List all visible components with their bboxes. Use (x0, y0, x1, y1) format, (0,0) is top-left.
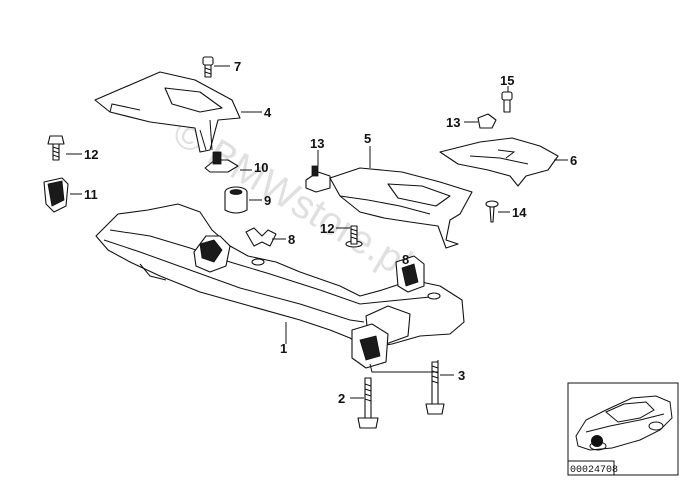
callout-11: 11 (84, 187, 98, 202)
rubber-buffer-11 (43, 177, 69, 213)
callout-15: 15 (500, 73, 514, 88)
screw-12-center (345, 225, 363, 248)
screw-14 (485, 200, 499, 223)
callout-4: 4 (264, 105, 272, 120)
callout-13-center: 13 (310, 136, 324, 151)
clip-13-right (477, 113, 497, 129)
callout-9: 9 (264, 193, 271, 208)
callout-8-left: 8 (288, 232, 295, 247)
bushing-9 (224, 186, 248, 214)
bolt-3 (425, 361, 445, 415)
bolt-2 (357, 377, 379, 429)
callout-10: 10 (254, 160, 268, 175)
subframe-crossmember (95, 203, 465, 369)
callout-12-left: 12 (84, 147, 98, 162)
callout-labels: 1 2 3 4 5 6 7 8 8 9 10 11 12 12 13 13 14… (84, 59, 577, 406)
reference-code: 00024708 (570, 465, 618, 476)
callout-13-right: 13 (446, 115, 460, 130)
callout-1: 1 (280, 341, 287, 356)
bracket-8-left (245, 227, 277, 247)
callout-5: 5 (364, 131, 371, 146)
heat-shield-left (94, 71, 241, 153)
heat-shield-right (439, 137, 559, 187)
clip-13-center (305, 165, 331, 193)
bolt-15 (501, 91, 513, 113)
vehicle-reference-thumbnail: 00024708 (567, 382, 679, 476)
callout-12-center: 12 (320, 221, 334, 236)
clip-nut-10 (204, 151, 239, 173)
car-outline-icon (575, 395, 673, 451)
callout-2: 2 (338, 391, 345, 406)
callout-3: 3 (458, 368, 465, 383)
bolt-7 (202, 56, 214, 78)
callout-7: 7 (234, 59, 241, 74)
screw-12-left (47, 135, 65, 161)
callout-8-right: 8 (402, 252, 409, 267)
location-marker-dot (591, 435, 603, 447)
callout-14: 14 (512, 205, 527, 220)
heat-shield-center (329, 167, 473, 249)
callout-6: 6 (570, 153, 577, 168)
